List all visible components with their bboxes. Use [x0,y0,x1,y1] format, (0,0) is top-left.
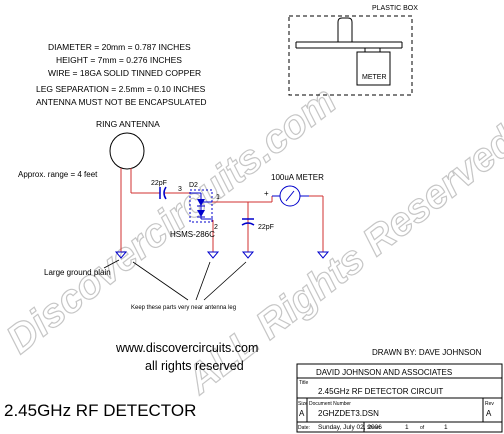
ground-symbol [206,251,220,259]
tb-date-value: Sunday, July 02, 2006 [318,424,382,431]
tb-docnum-value: 2GHZDET3.DSN [318,409,379,418]
title-block: DAVID JOHNSON AND ASSOCIATES Title 2.45G… [296,363,503,433]
pin-1: 1 [216,194,220,201]
spec-line: DIAMETER = 20mm = 0.787 INCHES [48,42,191,52]
tb-rev-field: Rev [485,401,494,407]
main-title: 2.45GHz RF DETECTOR [4,401,196,420]
cap1-label: 22pF [151,180,167,187]
tb-sheet-field: Sheet [367,425,381,431]
near-note: Keep these parts very near antenna leg [131,305,236,311]
spec-line: LEG SEPARATION = 2.5mm = 0.10 INCHES [36,84,206,94]
capacitor-c1: 22pF [151,180,167,200]
meter-box-label: METER [362,74,387,81]
meter-box [356,51,391,86]
tb-title-field: Title [299,380,308,386]
spec-notes: DIAMETER = 20mm = 0.787 INCHES HEIGHT = … [36,42,207,107]
diode-ref: D2 [189,182,198,189]
antenna-label: RING ANTENNA [96,119,160,129]
cap2-label: 22pF [258,224,274,231]
spec-line: ANTENNA MUST NOT BE ENCAPSULATED [36,97,207,107]
ground-note: Large ground plain [44,268,111,277]
spec-line: HEIGHT = 7mm = 0.276 INCHES [56,55,182,65]
range-label: Approx. range = 4 feet [18,170,98,179]
tb-of-field: of [420,425,425,431]
ground-symbol [316,251,330,259]
tb-sheet-value: 1 [405,424,409,431]
pin-3: 3 [178,186,182,193]
antenna-loop [109,132,145,170]
diode-part: HSMS-286C [170,230,215,239]
ground-symbol [114,251,128,259]
ground-symbol [241,251,255,259]
wires [131,192,324,252]
spec-line: WIRE = 18GA SOLID TINNED COPPER [48,68,201,78]
rights-text: all rights reserved [145,359,244,373]
tb-size-field: Size [298,401,308,407]
annotation-lines [103,259,247,301]
tb-company: DAVID JOHNSON AND ASSOCIATES [316,368,452,377]
meter-label: 100uA METER [271,173,324,182]
plastic-box-detail: PLASTIC BOX METER [288,5,418,96]
plastic-box-outline [288,15,413,96]
tb-of-value: 1 [444,424,448,431]
tb-size-value: A [299,409,305,418]
diode-d2: D2 1 2 HSMS-286C [170,182,220,239]
website-text: www.discovercircuits.com [115,341,258,355]
ring-antenna: RING ANTENNA [96,119,160,259]
tb-date-field: Date: [298,425,310,431]
meter-m1: 100uA METER + [264,173,324,207]
plus-sign: + [264,189,269,198]
pin-2: 2 [214,224,218,231]
tb-docnum-field: Document Number [309,401,351,407]
tb-rev-value: A [486,409,492,418]
capacitor-c2: 22pF [241,218,274,231]
antenna-loop-side [337,17,353,42]
tb-title-value: 2.45GHz RF DETECTOR CIRCUIT [318,387,443,396]
drawn-by: DRAWN BY: DAVE JOHNSON [372,348,482,357]
box-label: PLASTIC BOX [372,5,418,12]
